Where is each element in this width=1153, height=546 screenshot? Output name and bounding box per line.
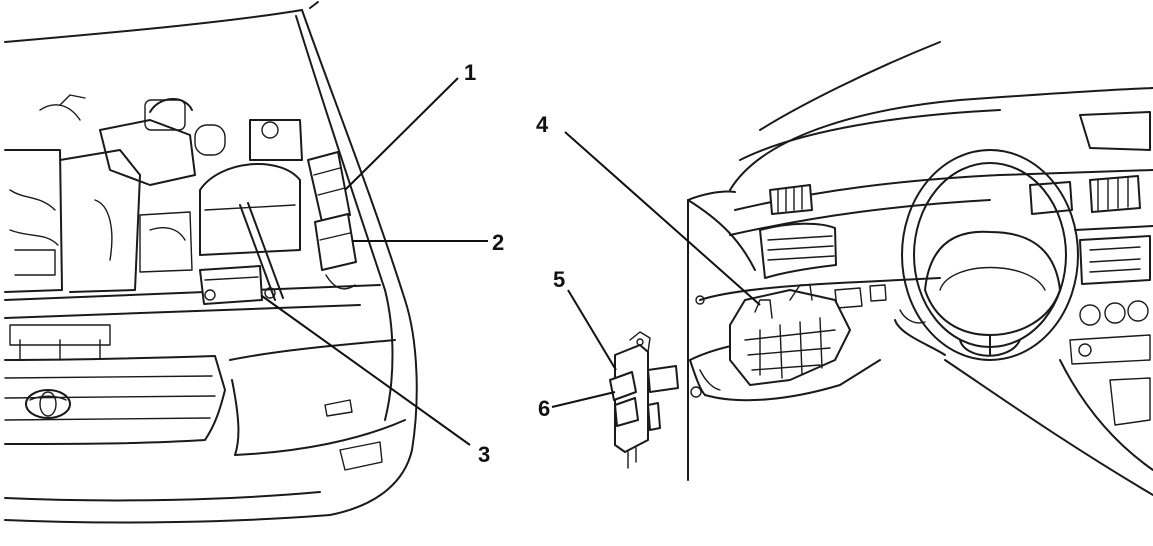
callout-labels: 1 2 3 4 5 6 xyxy=(464,60,565,467)
callout-4: 4 xyxy=(536,112,549,137)
engine-compartment-drawing xyxy=(4,1,418,524)
fuse-box-cover-1 xyxy=(307,151,351,223)
leader-lines xyxy=(261,77,761,446)
fuse-relay-block-3 xyxy=(199,265,263,305)
logo-emblem-icon xyxy=(25,389,71,419)
relay-6 xyxy=(614,397,639,427)
dashboard-drawing xyxy=(687,41,1153,496)
callout-2: 2 xyxy=(492,230,504,255)
leader-line-5 xyxy=(567,289,617,371)
junction-block-detail xyxy=(609,331,679,469)
junction-block-4 xyxy=(729,289,851,386)
leader-line-4 xyxy=(564,131,761,306)
center-vent-left xyxy=(759,222,837,279)
leader-line-6 xyxy=(551,391,616,408)
callout-6: 6 xyxy=(538,396,550,421)
relay-block-2 xyxy=(314,213,357,271)
callout-1: 1 xyxy=(464,60,476,85)
leader-line-3 xyxy=(261,295,471,446)
callout-5: 5 xyxy=(553,267,565,292)
steering-wheel xyxy=(901,149,1079,361)
leader-line-1 xyxy=(344,77,459,191)
callout-3: 3 xyxy=(478,442,490,467)
